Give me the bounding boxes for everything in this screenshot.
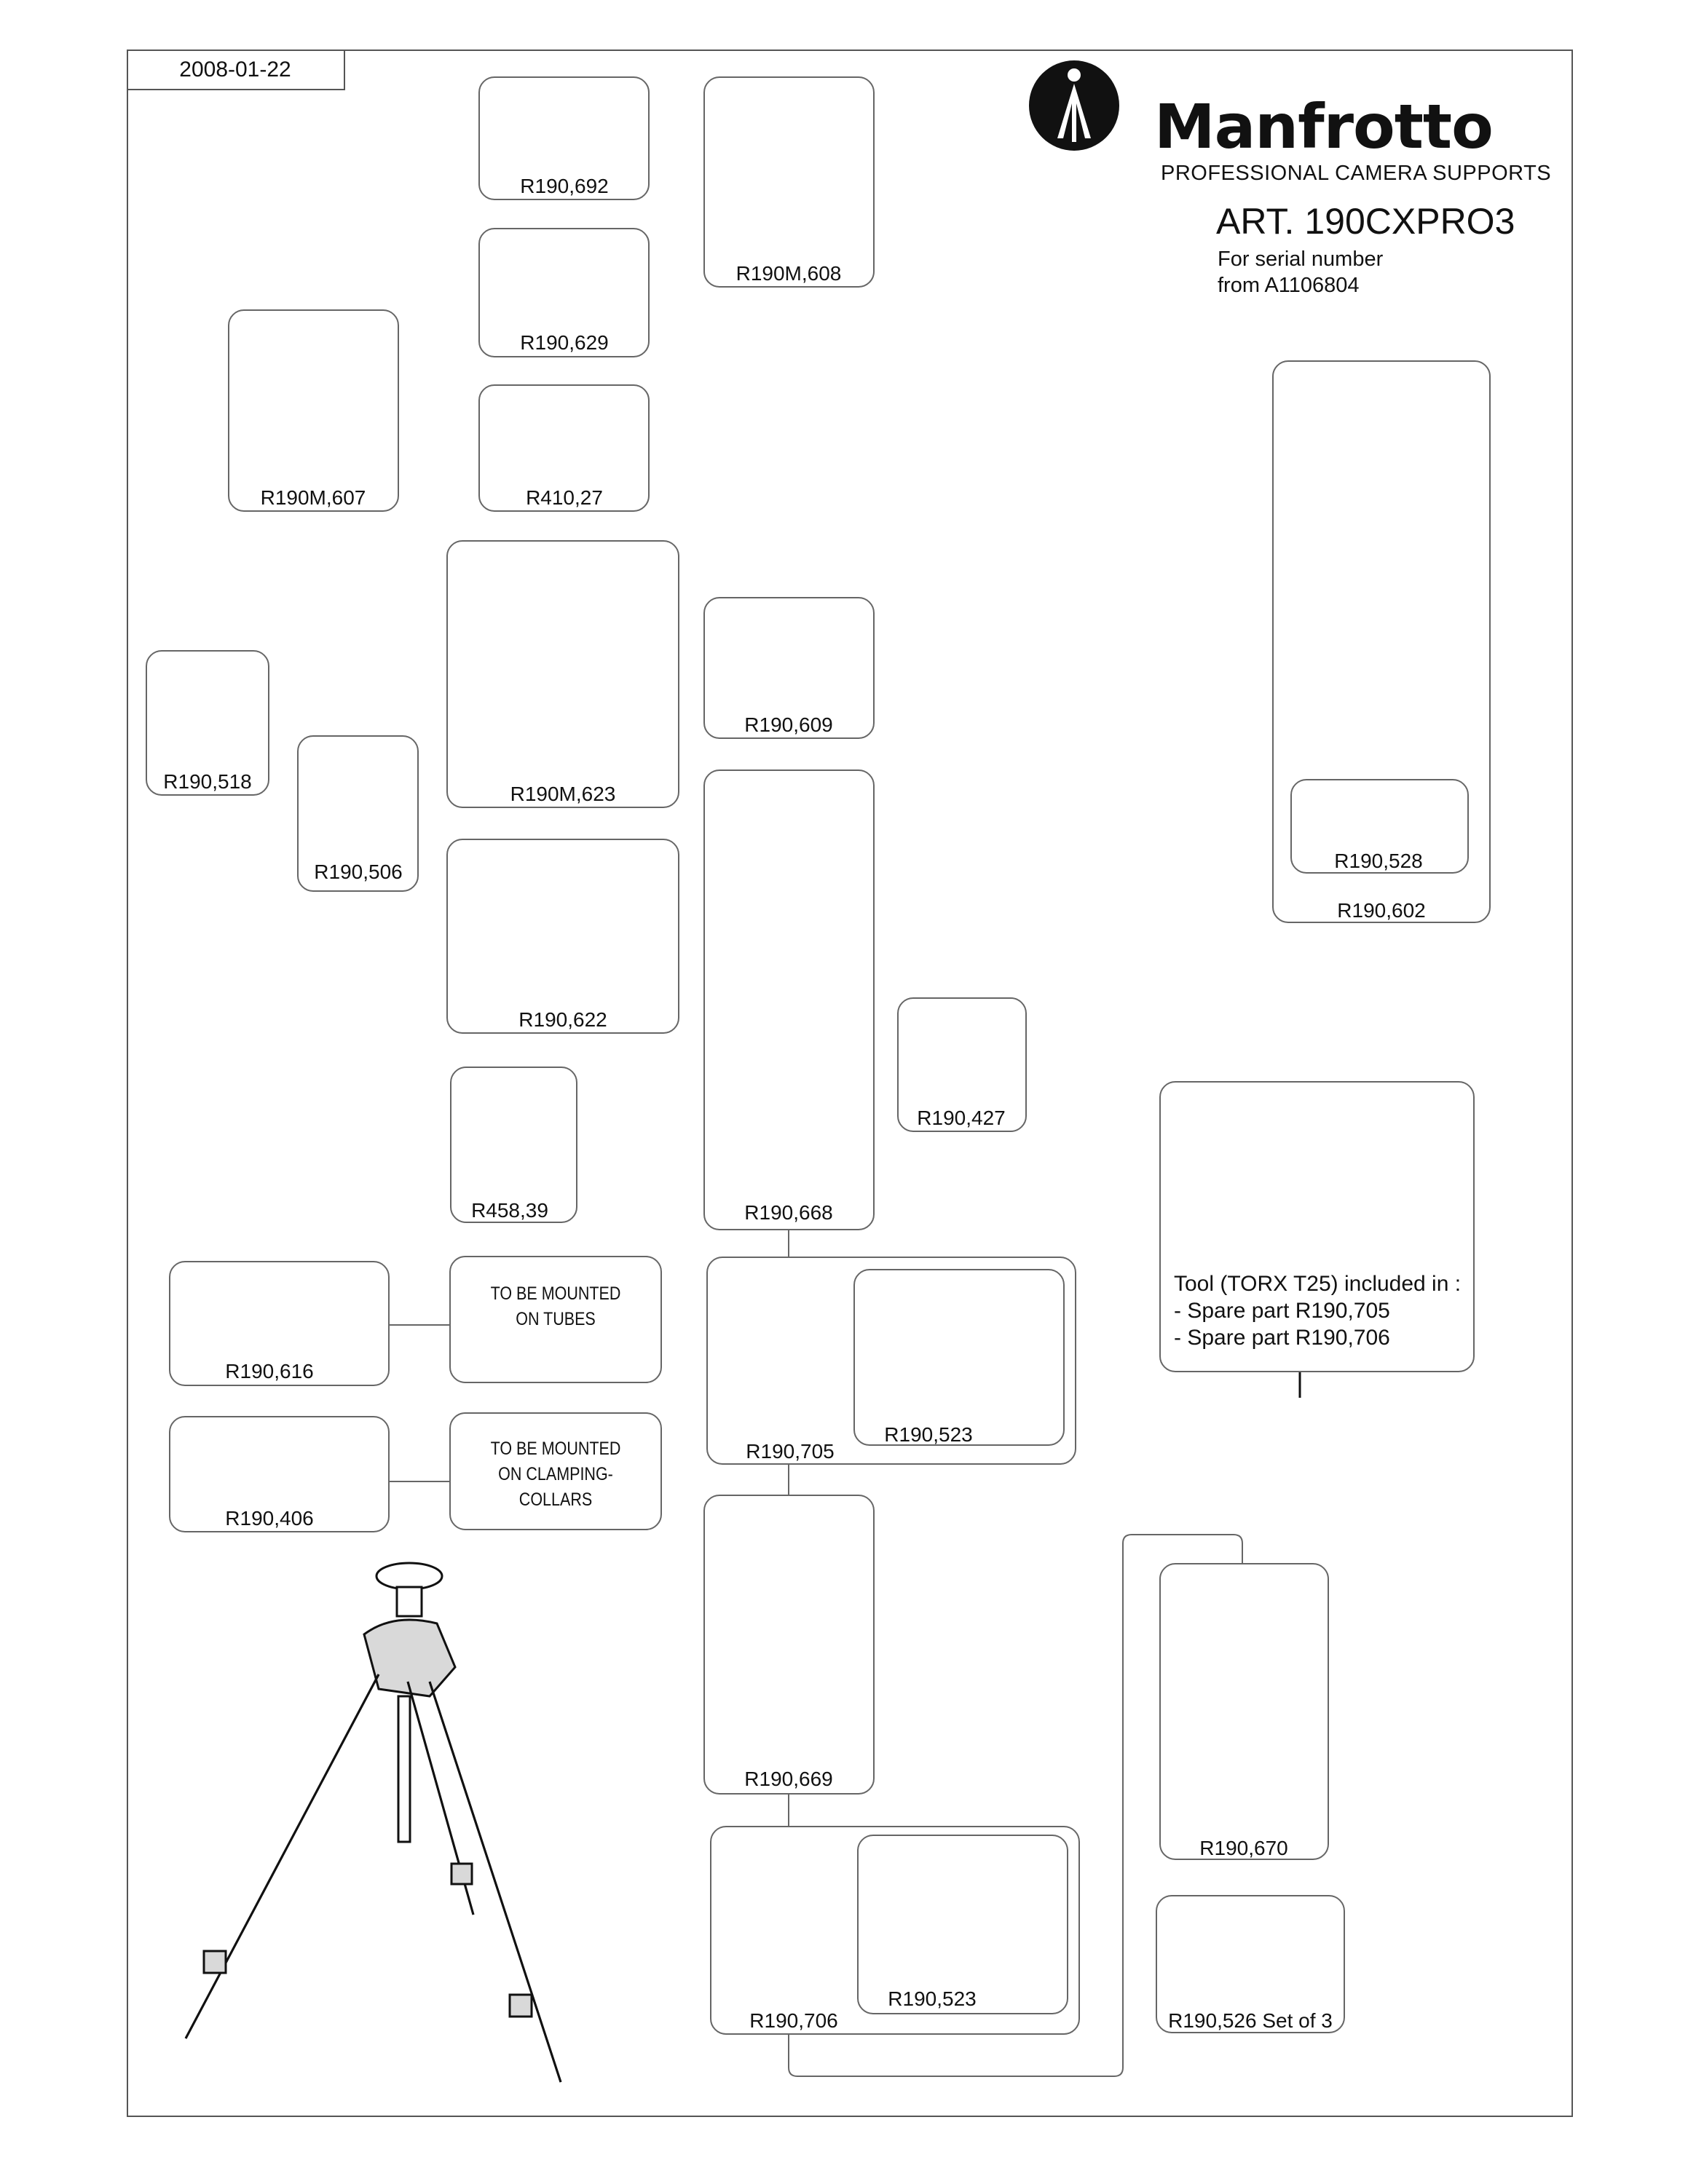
part-label-r190-523b: R190,523 (888, 1987, 977, 2010)
serial-line-1: For serial number (1218, 248, 1384, 271)
part-box-r190-523a (853, 1269, 1065, 1446)
brand-tagline: PROFESSIONAL CAMERA SUPPORTS (1161, 162, 1552, 185)
part-box-r458-39 (450, 1067, 577, 1223)
part-box-r190-406 (169, 1416, 390, 1532)
part-box-r410-27 (478, 384, 650, 512)
part-box-r190-616 (169, 1261, 390, 1386)
manfrotto-logo-icon (1029, 60, 1119, 151)
note-tubes: TO BE MOUNTED ON TUBES (464, 1281, 647, 1332)
part-label-r410-27: R410,27 (526, 486, 603, 509)
part-label-r190-528: R190,528 (1334, 850, 1423, 872)
part-label-r190-622: R190,622 (518, 1008, 607, 1031)
part-box-r190-692 (478, 76, 650, 200)
part-label-r190-706: R190,706 (749, 2009, 838, 2032)
date-box: 2008-01-22 (127, 50, 345, 90)
part-label-r190-670: R190,670 (1199, 1837, 1288, 1859)
part-box-r190-518 (146, 650, 269, 796)
tool-line-1: Tool (TORX T25) included in : (1174, 1272, 1462, 1296)
part-label-r190-669: R190,669 (744, 1768, 833, 1790)
note-tubes-line-2: ON TUBES (516, 1309, 596, 1329)
part-box-r190-609 (703, 597, 875, 739)
part-box-r190m-607 (228, 309, 399, 512)
part-box-r190-526 (1156, 1895, 1345, 2033)
tool-line-2: - Spare part R190,705 (1174, 1299, 1390, 1323)
note-box-collars (449, 1412, 662, 1530)
note-collars: TO BE MOUNTED ON CLAMPING-COLLARS (464, 1436, 647, 1513)
note-box-tubes (449, 1256, 662, 1383)
tool-line-3: - Spare part R190,706 (1174, 1326, 1390, 1350)
part-label-r190-616: R190,616 (225, 1360, 314, 1382)
brand-name: Manfrotto (1154, 91, 1494, 162)
tool-box (1159, 1081, 1475, 1372)
article-title: ART. 190CXPRO3 (1216, 201, 1515, 242)
note-collars-line-1: TO BE MOUNTED (490, 1439, 621, 1459)
sheet-frame (127, 50, 1573, 2117)
part-box-r190-528 (1290, 779, 1469, 874)
note-collars-line-2: ON CLAMPING-COLLARS (498, 1464, 613, 1510)
part-box-r190-622 (446, 839, 679, 1034)
part-label-r190-602: R190,602 (1337, 899, 1426, 922)
part-box-r190-523b (857, 1835, 1068, 2014)
serial-line-2: from A1106804 (1218, 274, 1360, 297)
part-label-r190-427: R190,427 (917, 1107, 1006, 1129)
part-box-r190-668 (703, 769, 875, 1230)
part-label-r190m-623: R190M,623 (510, 783, 616, 805)
connector-lines (390, 1230, 1243, 2077)
tripod-illustration (184, 1562, 562, 2083)
part-label-r190-609: R190,609 (744, 713, 833, 736)
part-label-r190-705: R190,705 (746, 1440, 835, 1463)
part-box-r190m-608 (703, 76, 875, 288)
part-label-r190-406: R190,406 (225, 1507, 314, 1530)
part-label-r190-629: R190,629 (520, 331, 609, 354)
part-label-r190-668: R190,668 (744, 1201, 833, 1224)
part-label-r190-526: R190,526 Set of 3 (1168, 2009, 1333, 2032)
part-box-r190-670 (1159, 1563, 1329, 1860)
part-label-r190m-607: R190M,607 (260, 486, 366, 509)
part-label-r190-692: R190,692 (520, 175, 609, 197)
part-box-r190m-623 (446, 540, 679, 808)
part-label-r458-39: R458,39 (471, 1199, 548, 1222)
part-box-r190-629 (478, 228, 650, 357)
part-box-r190-669 (703, 1495, 875, 1795)
part-label-r190-506: R190,506 (314, 860, 403, 883)
part-box-r190-427 (897, 997, 1027, 1132)
part-label-r190m-608: R190M,608 (735, 262, 842, 285)
part-label-r190-523a: R190,523 (884, 1423, 973, 1446)
note-tubes-line-1: TO BE MOUNTED (490, 1283, 621, 1304)
part-box-r190-506 (297, 735, 419, 892)
part-label-r190-518: R190,518 (163, 770, 252, 793)
